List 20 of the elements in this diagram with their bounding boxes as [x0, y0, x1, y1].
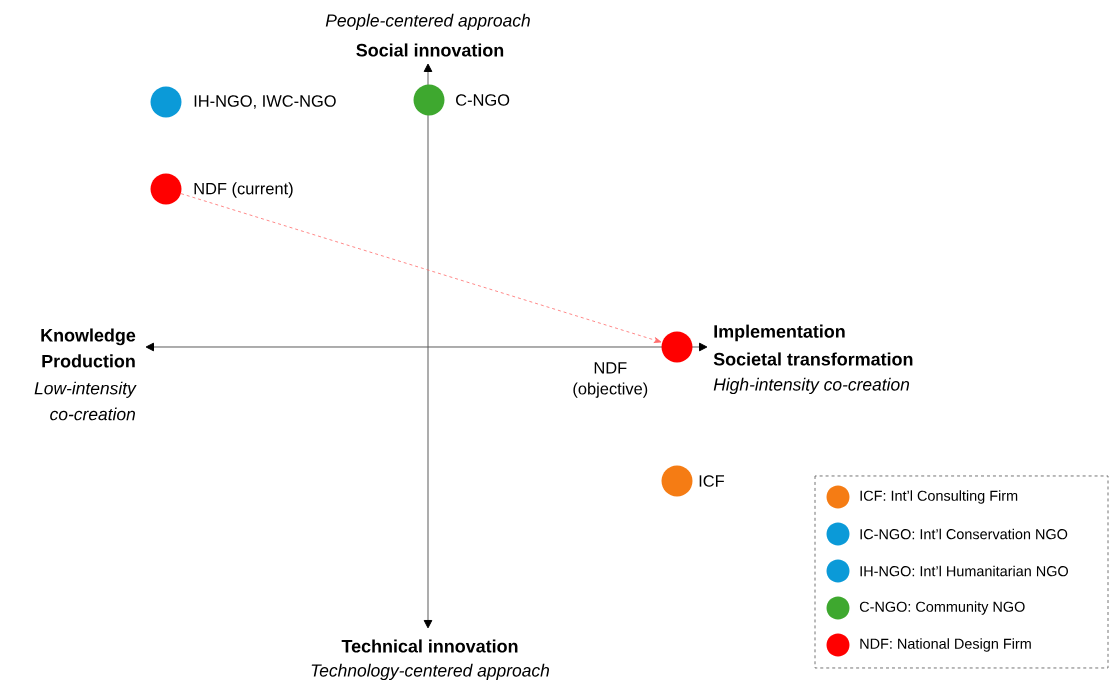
point-label: ICF	[699, 475, 724, 487]
axis-label: Technical innovation	[341, 639, 518, 653]
point-label: C-NGO	[456, 94, 510, 106]
axis-label: Social innovation	[356, 43, 504, 57]
legend-label: ICF: Int’l Consulting Firm	[860, 490, 1018, 504]
point-label: IH-NGO, IWC-NGO	[194, 95, 336, 109]
legend-label: IC-NGO: Int’l Conservation NGO	[860, 528, 1068, 540]
legend-label: NDF: National Design Firm	[860, 638, 1031, 652]
legend-label: IH-NGO: Int’l Humanitarian NGO	[860, 565, 1068, 577]
axis-label: Societal transformation	[713, 352, 913, 366]
legend-label: C-NGO: Community NGO	[859, 601, 1025, 615]
arrow	[180, 193, 662, 343]
axis-label: Technology-centered approach	[311, 663, 549, 681]
axis-label: People-centered approach	[325, 13, 530, 31]
point-label: NDF (objective)	[573, 362, 648, 398]
axis-label: Knowledge Production	[41, 328, 136, 368]
point-label: NDF (current)	[194, 182, 293, 198]
axis-label: Low-intensity co-creation	[34, 381, 137, 421]
axis-label: Implementation	[714, 324, 845, 342]
axis-label: High-intensity co-creation	[713, 377, 910, 395]
